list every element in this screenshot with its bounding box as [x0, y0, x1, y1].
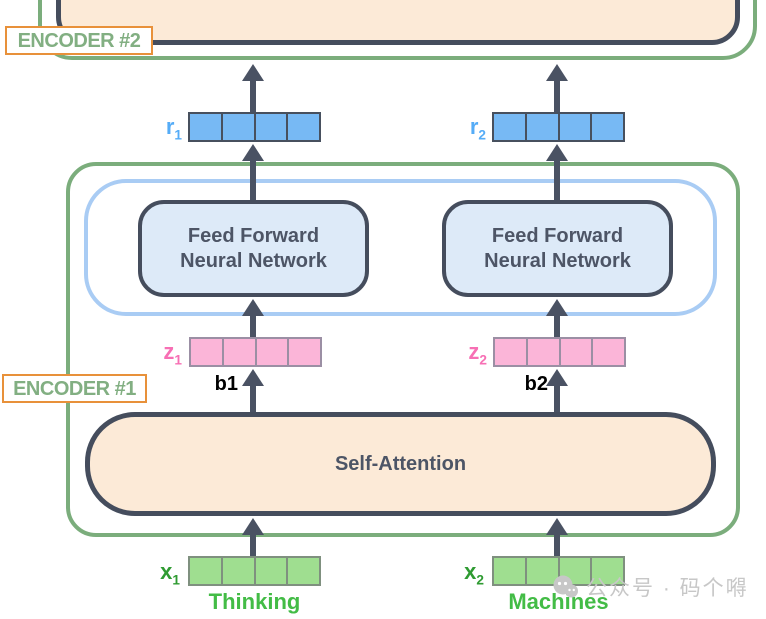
vector-r1 [188, 112, 321, 142]
vector-cell [494, 114, 527, 140]
vector-label-z2: z2 [468, 339, 487, 368]
encoder1-label: ENCODER #1 [2, 374, 147, 403]
vector-cell [593, 339, 624, 365]
vector-cell [256, 558, 289, 584]
arrow-up-icon [546, 144, 568, 200]
vector-cell [494, 558, 527, 584]
vector-label-z1: z1 [163, 339, 182, 368]
vector-cell [527, 114, 560, 140]
arrow-up-icon [546, 299, 568, 337]
vector-cell [592, 114, 623, 140]
vector-cell [191, 339, 224, 365]
vector-label-r2: r2 [469, 114, 486, 143]
wechat-icon [552, 575, 580, 600]
arrow-up-icon [242, 64, 264, 112]
vector-cell [190, 114, 223, 140]
vector-cell [561, 339, 594, 365]
annotation-b2: b2 [524, 373, 548, 395]
vector-cell [560, 114, 593, 140]
arrow-up-icon [242, 518, 264, 556]
vector-cell [257, 339, 290, 365]
vector-label-r1: r1 [165, 114, 182, 143]
vector-cell [560, 558, 593, 584]
vector-cell [223, 114, 256, 140]
vector-cell [190, 558, 223, 584]
vector-cell [528, 339, 561, 365]
arrow-up-icon [242, 299, 264, 337]
vector-z1 [189, 337, 322, 367]
arrow-up-icon [546, 518, 568, 556]
vector-cell [289, 339, 320, 365]
vector-cell [288, 558, 319, 584]
arrow-up-icon [242, 144, 264, 200]
self-attention-box: Self-Attention [85, 412, 716, 516]
vector-cell [223, 558, 256, 584]
arrow-up-icon [546, 64, 568, 112]
vector-cell [527, 558, 560, 584]
input-word-machines: Machines [508, 589, 609, 614]
vector-cell [256, 114, 289, 140]
feed-forward-box-1: Feed Forward Neural Network [138, 200, 369, 297]
watermark: 公众号 · 码个嘚 [552, 572, 749, 602]
vector-x1 [188, 556, 321, 586]
feed-forward-box-2: Feed Forward Neural Network [442, 200, 673, 297]
encoder2-inner-block [56, 0, 740, 45]
vector-cell [224, 339, 257, 365]
arrow-up-icon [242, 369, 264, 412]
watermark-text: 公众号 · 码个嘚 [586, 577, 749, 600]
vector-z2 [493, 337, 626, 367]
vector-cell [495, 339, 528, 365]
vector-label-x2: x2 [464, 559, 484, 588]
vector-label-x1: x1 [160, 559, 180, 588]
vector-cell [288, 114, 319, 140]
encoder2-label: ENCODER #2 [5, 26, 153, 55]
arrow-up-icon [546, 369, 568, 412]
vector-r2 [492, 112, 625, 142]
input-word-thinking: Thinking [208, 589, 301, 614]
annotation-b1: b1 [214, 373, 238, 395]
